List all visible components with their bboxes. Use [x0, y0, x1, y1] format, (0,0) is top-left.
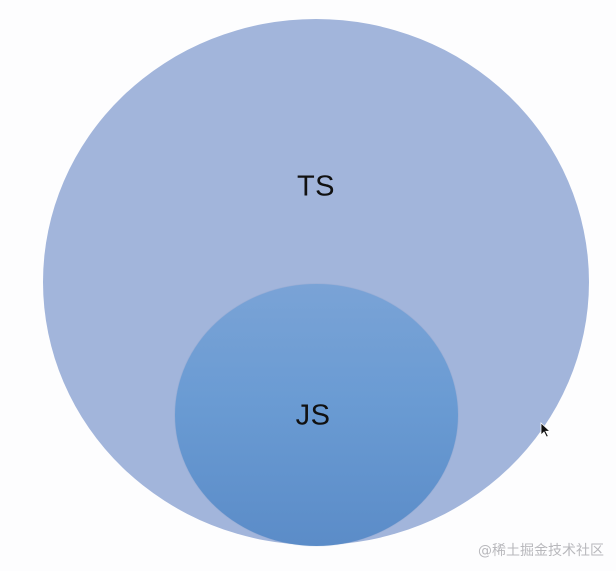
- watermark: @稀土掘金技术社区: [478, 543, 604, 559]
- ts-label: TS: [296, 170, 336, 203]
- js-set-circle: [175, 284, 458, 546]
- mouse-pointer-icon: [540, 422, 552, 438]
- js-label: JS: [295, 399, 331, 432]
